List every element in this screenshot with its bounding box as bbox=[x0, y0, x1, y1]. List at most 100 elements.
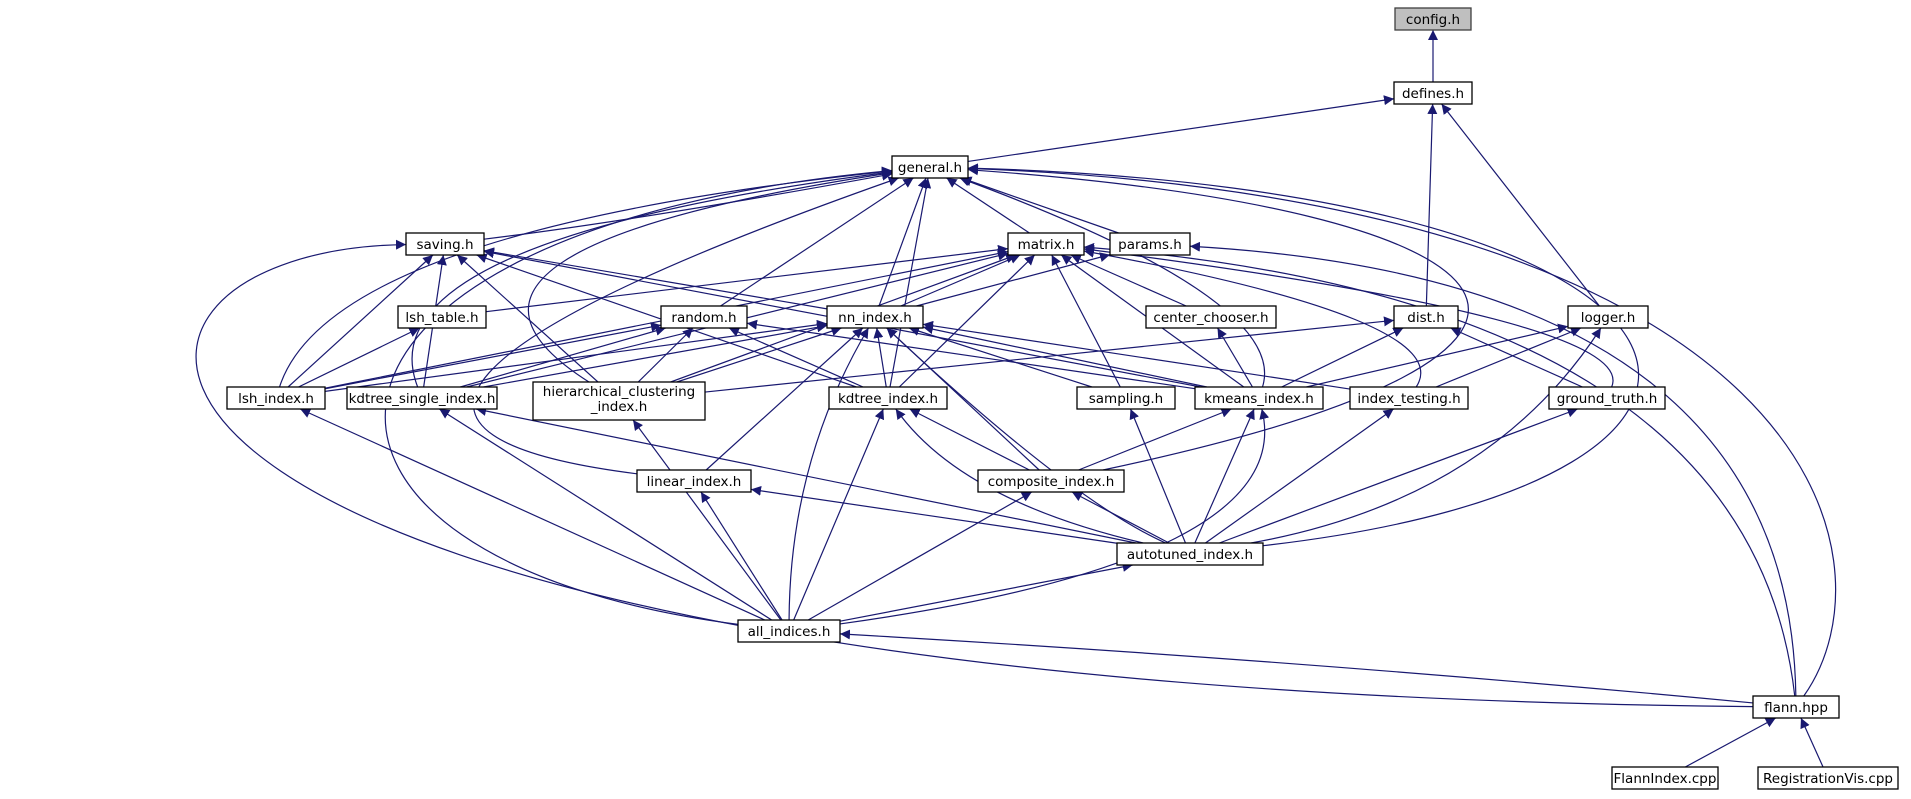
edge-autotuned-to-kmeans bbox=[1194, 408, 1255, 544]
edge-all_indices-to-kdtree_index bbox=[793, 408, 885, 621]
edge-kmeans-to-dist bbox=[1281, 327, 1404, 388]
edge-all_indices-to-autotuned bbox=[839, 561, 1133, 622]
edge-kdtree_index-to-matrix bbox=[898, 254, 1036, 388]
node-box-kdtree_single[interactable] bbox=[346, 386, 498, 410]
edge-lsh_index-to-lsh_table bbox=[298, 327, 420, 388]
edge-kmeans-to-general bbox=[959, 176, 1266, 388]
node-box-all_indices[interactable] bbox=[737, 619, 841, 643]
node-defines[interactable]: defines.h bbox=[1393, 81, 1473, 105]
node-box-kmeans[interactable] bbox=[1194, 386, 1324, 410]
node-label-lsh_index: lsh_index.h bbox=[238, 391, 314, 407]
node-general[interactable]: general.h bbox=[891, 155, 969, 179]
node-box-registrationvis_cpp[interactable] bbox=[1757, 766, 1899, 790]
edge-index_testing-to-matrix bbox=[1083, 247, 1422, 388]
node-dist[interactable]: dist.h bbox=[1393, 305, 1459, 329]
node-box-lsh_table[interactable] bbox=[397, 305, 487, 329]
node-flann_hpp[interactable]: flann.hpp bbox=[1752, 695, 1840, 719]
node-composite[interactable]: composite_index.h bbox=[977, 469, 1125, 493]
node-autotuned[interactable]: autotuned_index.h bbox=[1116, 542, 1264, 566]
edge-flann_hpp-to-matrix bbox=[1083, 242, 1796, 697]
edge-composite-to-kmeans bbox=[1078, 408, 1232, 471]
node-config[interactable]: config.h bbox=[1394, 7, 1472, 31]
node-registrationvis_cpp[interactable]: RegistrationVis.cpp bbox=[1757, 766, 1899, 790]
node-label-hierarchical: _index.h bbox=[590, 399, 648, 415]
node-nn_index[interactable]: nn_index.h bbox=[826, 305, 924, 329]
node-box-flannindex_cpp[interactable] bbox=[1611, 766, 1719, 790]
edge-flann_hpp-to-params bbox=[1189, 241, 1797, 697]
edge-nn_index-to-matrix bbox=[900, 254, 1021, 307]
node-label-sampling: sampling.h bbox=[1089, 391, 1164, 407]
edge-all_indices-to-composite bbox=[807, 491, 1033, 621]
node-box-matrix[interactable] bbox=[1007, 232, 1085, 256]
edge-lsh_index-to-random bbox=[324, 322, 662, 390]
node-label-flann_hpp: flann.hpp bbox=[1764, 700, 1828, 716]
node-flannindex_cpp[interactable]: FlannIndex.cpp bbox=[1611, 766, 1719, 790]
node-box-center_chooser[interactable] bbox=[1145, 305, 1277, 329]
node-box-autotuned[interactable] bbox=[1116, 542, 1264, 566]
node-linear_index[interactable]: linear_index.h bbox=[636, 469, 752, 493]
edge-center_chooser-to-matrix bbox=[1070, 254, 1187, 307]
node-box-random[interactable] bbox=[660, 305, 748, 329]
node-center_chooser[interactable]: center_chooser.h bbox=[1145, 305, 1277, 329]
node-box-lsh_index[interactable] bbox=[226, 386, 326, 410]
node-label-dist: dist.h bbox=[1407, 310, 1445, 326]
node-box-ground_truth[interactable] bbox=[1548, 386, 1666, 410]
edge-linear_index-to-nn_index bbox=[705, 327, 864, 471]
node-box-composite[interactable] bbox=[977, 469, 1125, 493]
edge-lsh_table-to-matrix bbox=[485, 244, 1009, 313]
node-label-random: random.h bbox=[671, 310, 736, 326]
edge-general-to-defines bbox=[967, 95, 1395, 163]
node-matrix[interactable]: matrix.h bbox=[1007, 232, 1085, 256]
node-label-composite: composite_index.h bbox=[988, 474, 1115, 490]
node-box-saving[interactable] bbox=[405, 232, 485, 256]
node-label-registrationvis_cpp: RegistrationVis.cpp bbox=[1763, 771, 1893, 787]
node-label-defines: defines.h bbox=[1402, 86, 1464, 102]
edge-matrix-to-general bbox=[946, 177, 1030, 234]
node-box-kdtree_index[interactable] bbox=[828, 386, 948, 410]
node-box-logger[interactable] bbox=[1567, 305, 1649, 329]
edge-all_indices-to-hierarchical bbox=[632, 419, 782, 621]
node-label-kdtree_index: kdtree_index.h bbox=[838, 391, 938, 407]
node-ground_truth[interactable]: ground_truth.h bbox=[1548, 386, 1666, 410]
edge-lsh_index-to-nn_index bbox=[324, 319, 828, 392]
node-saving[interactable]: saving.h bbox=[405, 232, 485, 256]
node-label-autotuned: autotuned_index.h bbox=[1127, 547, 1253, 563]
node-kdtree_single[interactable]: kdtree_single_index.h bbox=[346, 386, 498, 410]
edge-nn_index-to-params bbox=[916, 252, 1111, 307]
node-label-nn_index: nn_index.h bbox=[838, 310, 912, 326]
edge-ground_truth-to-matrix bbox=[1083, 245, 1614, 388]
node-box-params[interactable] bbox=[1109, 232, 1191, 256]
edge-index_testing-to-logger bbox=[1435, 327, 1582, 388]
node-random[interactable]: random.h bbox=[660, 305, 748, 329]
node-logger[interactable]: logger.h bbox=[1567, 305, 1649, 329]
edge-kdtree_index-to-random bbox=[728, 327, 864, 388]
edge-lsh_index-to-general bbox=[278, 167, 893, 388]
node-label-kdtree_single: kdtree_single_index.h bbox=[349, 391, 496, 407]
node-box-defines[interactable] bbox=[1393, 81, 1473, 105]
node-all_indices[interactable]: all_indices.h bbox=[737, 619, 841, 643]
node-box-dist[interactable] bbox=[1393, 305, 1459, 329]
node-index_testing[interactable]: index_testing.h bbox=[1349, 386, 1469, 410]
node-hierarchical[interactable]: hierarchical_clustering_index.h bbox=[532, 381, 706, 421]
node-sampling[interactable]: sampling.h bbox=[1076, 386, 1176, 410]
edge-nn_index-to-saving bbox=[483, 247, 828, 310]
node-label-ground_truth: ground_truth.h bbox=[1557, 391, 1658, 407]
node-box-index_testing[interactable] bbox=[1349, 386, 1469, 410]
node-lsh_index[interactable]: lsh_index.h bbox=[226, 386, 326, 410]
node-lsh_table[interactable]: lsh_table.h bbox=[397, 305, 487, 329]
node-kdtree_index[interactable]: kdtree_index.h bbox=[828, 386, 948, 410]
edge-autotuned-to-logger bbox=[1251, 327, 1602, 544]
node-box-hierarchical[interactable] bbox=[532, 381, 706, 421]
node-kmeans[interactable]: kmeans_index.h bbox=[1194, 386, 1324, 410]
edge-flann_hpp-to-all_indices bbox=[839, 629, 1754, 704]
edge-kdtree_single-to-random bbox=[460, 325, 666, 388]
edge-sampling-to-matrix bbox=[1051, 254, 1121, 388]
edge-flann_hpp-to-saving bbox=[195, 239, 1754, 708]
node-box-nn_index[interactable] bbox=[826, 305, 924, 329]
node-box-sampling[interactable] bbox=[1076, 386, 1176, 410]
node-box-linear_index[interactable] bbox=[636, 469, 752, 493]
node-box-config[interactable] bbox=[1394, 7, 1472, 31]
node-params[interactable]: params.h bbox=[1109, 232, 1191, 256]
node-box-flann_hpp[interactable] bbox=[1752, 695, 1840, 719]
node-box-general[interactable] bbox=[891, 155, 969, 179]
